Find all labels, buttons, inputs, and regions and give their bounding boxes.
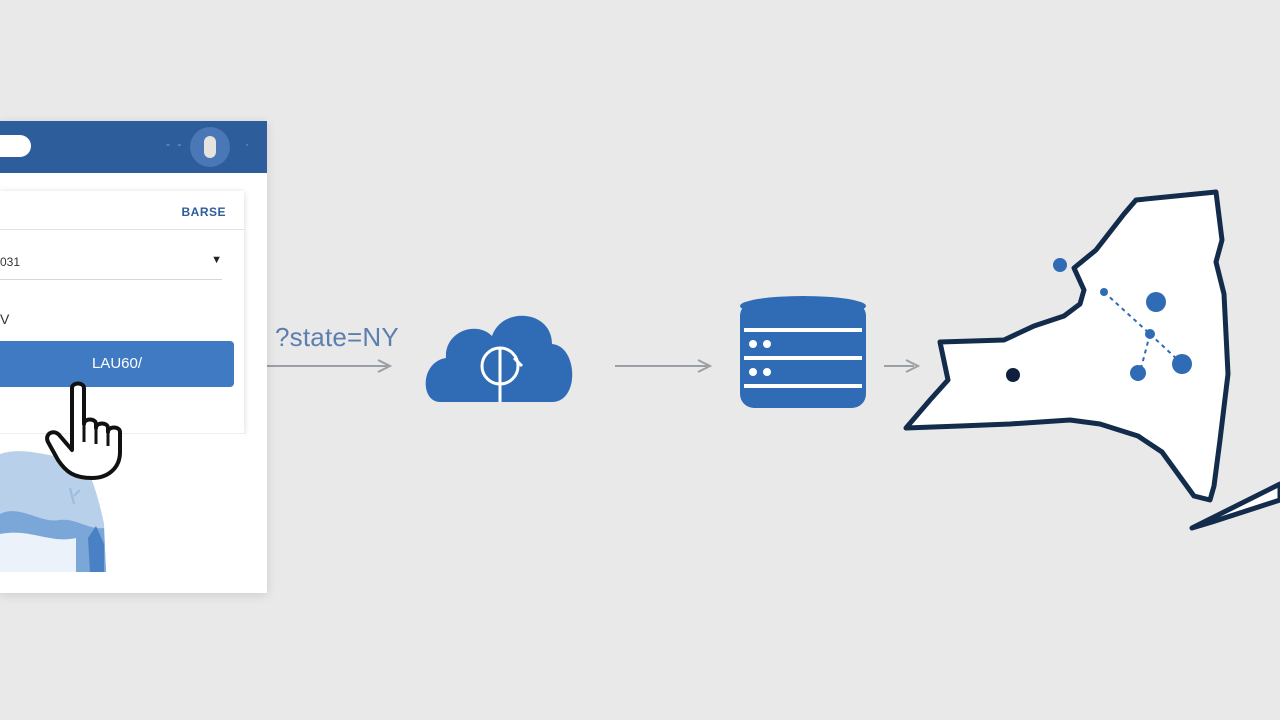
arrow-database-to-map [884,359,921,373]
state-select-value: 031 [0,255,21,269]
form-header-label: BARSE [181,205,226,219]
cloud-api-icon [425,315,573,402]
state-select[interactable]: 031 ▼ [0,251,222,280]
arrow-cloud-to-database [615,359,713,373]
query-form: BARSE 031 ▼ V LAU60/ [0,191,244,433]
map-marker [1006,368,1020,382]
query-parameter-label: ?state=NY [275,322,399,352]
database-icon [740,296,866,408]
form-divider [0,229,244,230]
header-dot-icon: · [245,137,249,151]
map-marker [1130,365,1146,381]
field-label: V [0,311,10,327]
map-thumbnail [0,433,246,572]
pointing-hand-cursor-icon [45,381,122,480]
map-marker [1146,292,1166,312]
map-marker [1100,288,1108,296]
new-york-map-icon [903,189,1280,531]
header-dots-icon: - - [166,137,184,151]
submit-button[interactable]: LAU60/ [0,341,234,387]
avatar-figure-icon [204,136,216,158]
map-marker [1172,354,1192,374]
map-marker [1145,329,1155,339]
arrow-browser-to-cloud [250,359,393,373]
avatar[interactable] [190,127,230,167]
map-marker [1053,258,1067,272]
chevron-down-icon: ▼ [211,254,222,266]
browser-header-bar: - - · [0,121,267,173]
browser-window: - - · BARSE 031 ▼ V LAU60/ [0,121,267,593]
map-thumbnail-graphic [0,451,106,572]
address-bar[interactable] [0,135,31,157]
